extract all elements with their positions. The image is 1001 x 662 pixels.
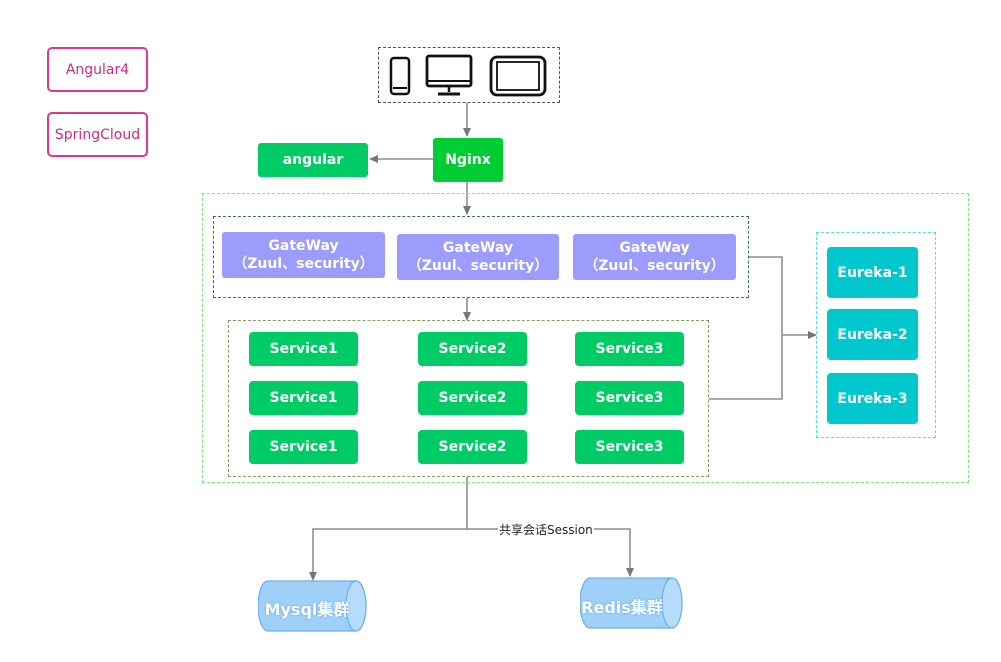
service-node: Service1 bbox=[249, 381, 358, 415]
client-devices-group bbox=[378, 47, 560, 103]
springcloud-container bbox=[202, 193, 969, 483]
gateway-title: GateWay bbox=[619, 240, 690, 256]
service-node: Service2 bbox=[418, 332, 527, 366]
edge-services-eureka bbox=[709, 335, 783, 400]
session-edge-label: 共享会话Session bbox=[498, 521, 594, 538]
gateway-group bbox=[213, 216, 749, 298]
edge-services-split bbox=[309, 477, 468, 581]
gateway-subtitle: （Zuul、security） bbox=[584, 258, 725, 274]
service-node: Service2 bbox=[418, 430, 527, 464]
service-node: Service1 bbox=[249, 332, 358, 366]
phone-icon bbox=[389, 56, 411, 96]
eureka-node-3: Eureka-3 bbox=[827, 373, 918, 424]
mysql-cylinder-icon bbox=[258, 580, 367, 632]
tablet-icon bbox=[489, 55, 547, 97]
services-group bbox=[228, 320, 709, 477]
gateway-node-1: GateWay （Zuul、security） bbox=[222, 232, 385, 278]
service-node: Service2 bbox=[418, 381, 527, 415]
service-node: Service3 bbox=[575, 430, 684, 464]
redis-cylinder-icon bbox=[580, 577, 683, 629]
edge-gateway-eureka bbox=[749, 256, 817, 339]
gateway-node-3: GateWay （Zuul、security） bbox=[573, 234, 736, 280]
service-node: Service3 bbox=[575, 381, 684, 415]
mysql-cluster-label: Mysql集群 bbox=[264, 600, 350, 619]
gateway-node-2: GateWay （Zuul、security） bbox=[397, 234, 559, 280]
gateway-title: GateWay bbox=[268, 238, 339, 254]
eureka-group bbox=[816, 232, 936, 438]
gateway-subtitle: （Zuul、security） bbox=[233, 256, 374, 272]
nginx-node: Nginx bbox=[433, 138, 503, 182]
service-node: Service1 bbox=[249, 430, 358, 464]
legend-angular4: Angular4 bbox=[47, 47, 148, 92]
service-node: Service3 bbox=[575, 332, 684, 366]
desktop-icon bbox=[425, 54, 473, 96]
angular-node: angular bbox=[258, 143, 368, 177]
redis-cluster-label: Redis集群 bbox=[581, 598, 663, 617]
gateway-title: GateWay bbox=[442, 240, 514, 256]
gateway-subtitle: （Zuul、security） bbox=[407, 258, 549, 274]
eureka-node-1: Eureka-1 bbox=[827, 247, 918, 298]
eureka-node-2: Eureka-2 bbox=[827, 309, 918, 360]
legend-springcloud: SpringCloud bbox=[47, 112, 148, 157]
